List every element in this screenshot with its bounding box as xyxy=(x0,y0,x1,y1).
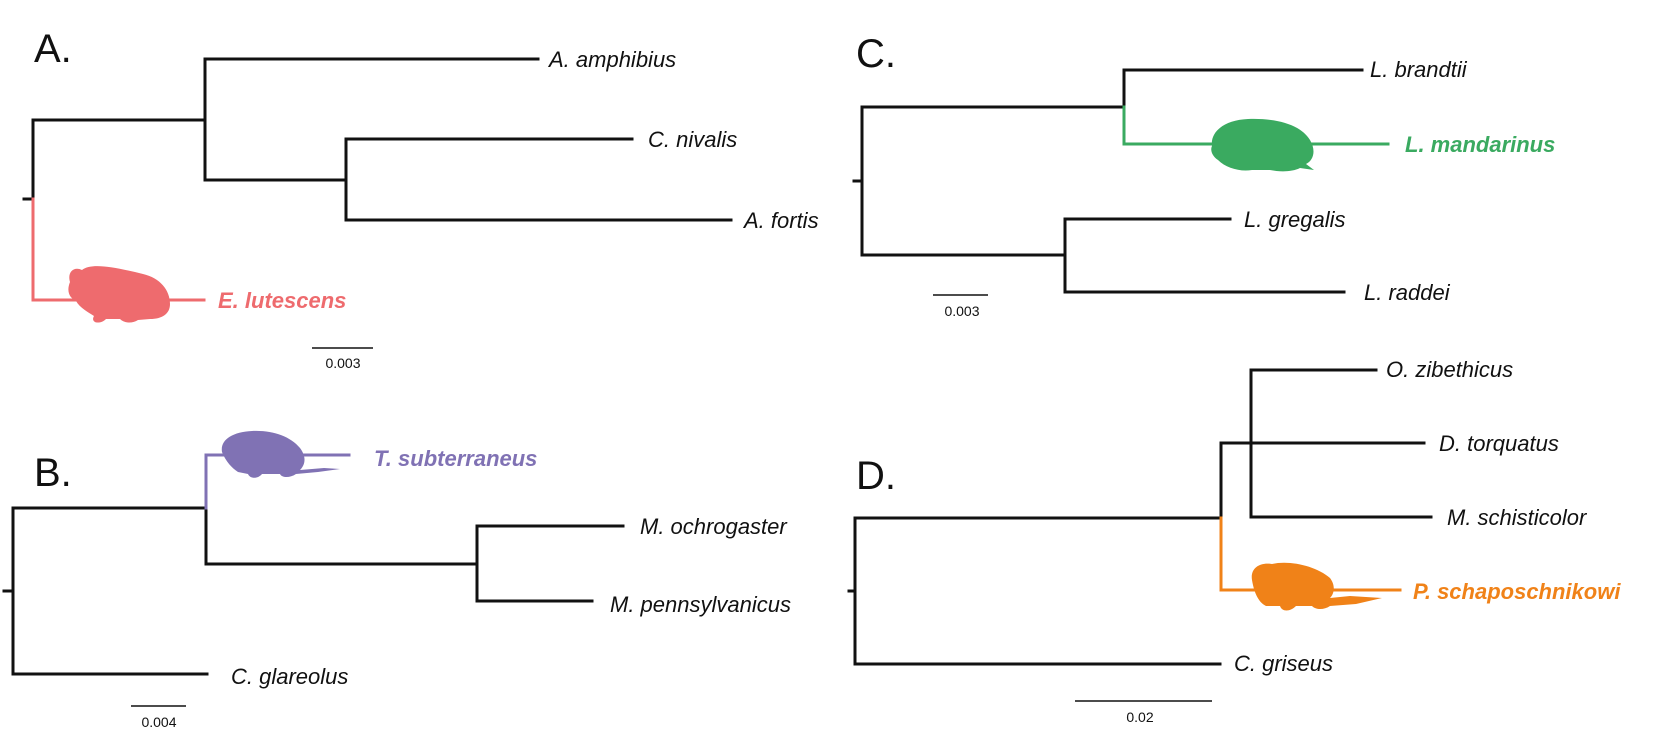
panel-label: A. xyxy=(34,27,72,71)
scale-bar-label: 0.003 xyxy=(944,303,979,319)
panel-a: A. A. amphibius C. nivalis A. fortis E. … xyxy=(22,27,819,371)
taxon-label: A. fortis xyxy=(742,208,819,233)
taxon-label: M. ochrogaster xyxy=(640,514,788,539)
highlight-taxon-label: P. schaposchnikowi xyxy=(1413,579,1621,604)
taxon-label: C. nivalis xyxy=(648,127,737,152)
tree-branches xyxy=(22,57,733,222)
mole-vole-silhouette xyxy=(1251,562,1382,611)
taxon-label: L. brandtii xyxy=(1370,57,1468,82)
highlight-taxon-label: L. mandarinus xyxy=(1405,132,1555,157)
mole-vole-silhouette xyxy=(221,430,340,478)
taxon-label: O. zibethicus xyxy=(1386,357,1513,382)
tree-branches xyxy=(2,506,625,676)
taxon-label: C. griseus xyxy=(1234,651,1333,676)
highlight-taxon-label: E. lutescens xyxy=(218,288,346,313)
taxon-label: A. amphibius xyxy=(547,47,676,72)
panel-label: C. xyxy=(856,32,896,76)
panel-b: B. T. subterraneus M. ochrogaster M. pen… xyxy=(2,430,791,730)
vole-silhouette xyxy=(1211,118,1314,172)
tree-branches xyxy=(852,68,1364,294)
taxon-label: D. torquatus xyxy=(1439,431,1559,456)
scale-bar-label: 0.003 xyxy=(325,355,360,371)
taxon-label: C. glareolus xyxy=(231,664,348,689)
taxon-label: L. raddei xyxy=(1364,280,1451,305)
panel-label: D. xyxy=(856,454,896,498)
tree-branches xyxy=(847,368,1433,666)
panel-d: D. O. zibethicus D. torquatus M. schisti… xyxy=(847,357,1621,725)
taxon-label: M. pennsylvanicus xyxy=(610,592,791,617)
taxon-label: M. schisticolor xyxy=(1447,505,1588,530)
scale-bar-label: 0.02 xyxy=(1126,709,1153,725)
vole-silhouette xyxy=(68,266,170,323)
panel-c: C. L. brandtii L. mandarinus L. gregalis… xyxy=(852,32,1555,319)
panel-label: B. xyxy=(34,451,72,495)
highlight-taxon-label: T. subterraneus xyxy=(374,446,537,471)
scale-bar-label: 0.004 xyxy=(141,714,176,730)
taxon-label: L. gregalis xyxy=(1244,207,1346,232)
